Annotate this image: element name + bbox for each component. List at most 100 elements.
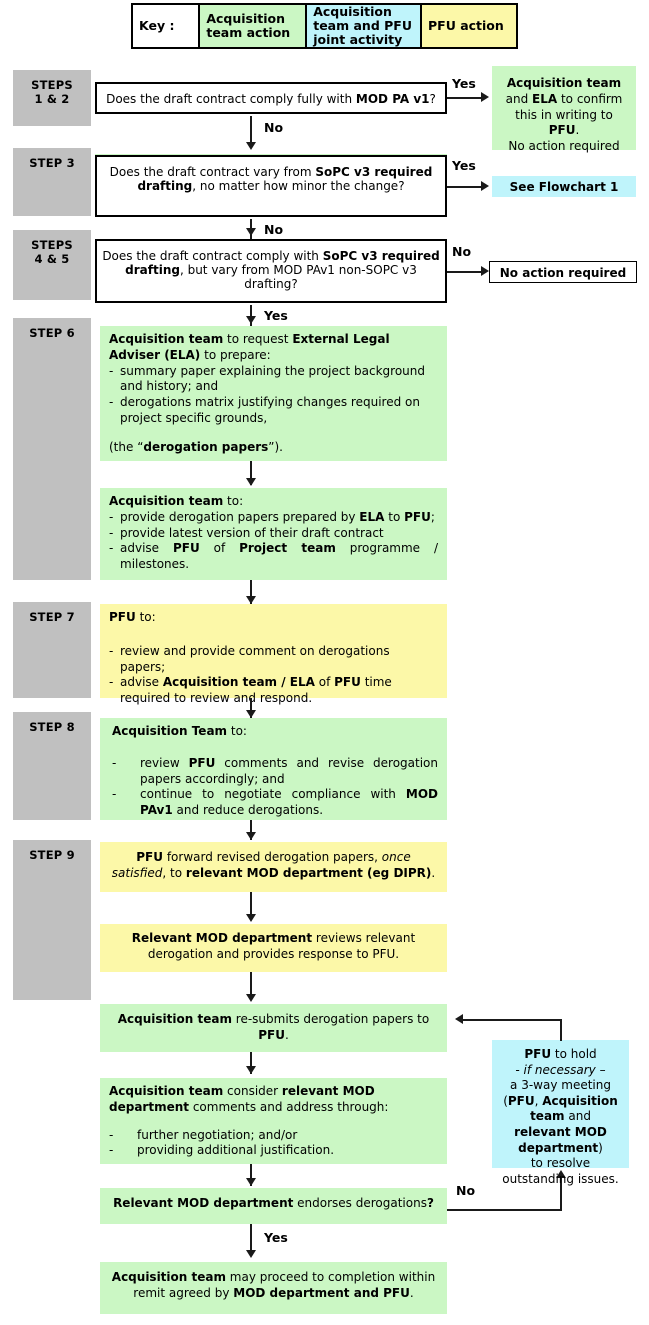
edge-label-endorse-yes: Yes xyxy=(264,1230,288,1245)
connector-step8-to-step9-arrowhead xyxy=(246,832,256,840)
connector-d2-yes-arrowhead xyxy=(481,181,489,191)
process-text: PFU forward revised derogation papers, o… xyxy=(111,850,436,880)
step-label-line2: 4 & 5 xyxy=(34,252,70,267)
connector-d3-no-line xyxy=(447,271,482,273)
connector-step6a-to-6b-arrowhead xyxy=(246,478,256,486)
meeting-line-3: a 3-way meeting xyxy=(510,1078,611,1093)
meeting-line-1: PFU to hold xyxy=(524,1047,597,1061)
connector-endorse-no-vertical xyxy=(560,1178,562,1210)
meeting-line-4: (PFU, Acquisition team and relevant MOD … xyxy=(503,1093,618,1155)
connector-d1-yes-arrowhead xyxy=(481,92,489,102)
step-label-steps-1-2: STEPS 1 & 2 xyxy=(13,70,91,126)
list-item: review PFU comments and revise derogatio… xyxy=(112,756,438,788)
process-consider-mod-comments: Acquisition team consider relevant MOD d… xyxy=(100,1078,447,1164)
step-label-step-3: STEP 3 xyxy=(13,148,91,216)
edge-label-d2-yes: Yes xyxy=(452,158,476,173)
list-item: providing additional justification. xyxy=(109,1143,438,1159)
process-pfu-3way-meeting: PFU to hold - if necessary – a 3-way mee… xyxy=(492,1040,629,1186)
process-bullet-list: further negotiation; and/or providing ad… xyxy=(109,1128,438,1160)
key-legend: Key : Acquisition team action Acquisitio… xyxy=(131,3,518,49)
meeting-line-5: to resolve outstanding issues. xyxy=(502,1156,619,1186)
process-resubmit-derogation-papers: Acquisition team re-submits derogation p… xyxy=(100,1004,447,1052)
process-heading: Acquisition team consider relevant MOD d… xyxy=(109,1084,389,1114)
decision-text-emphasis: MOD PA v1 xyxy=(355,92,430,106)
key-legend-pfu-action: PFU action xyxy=(422,5,516,47)
meeting-line-2: - if necessary – xyxy=(515,1062,606,1077)
connector-step8-to-step9-line xyxy=(250,820,252,840)
outcome-line-2: and ELA to confirm xyxy=(505,91,623,106)
edge-label-endorse-no: No xyxy=(456,1183,476,1198)
process-text: Acquisition team re-submits derogation p… xyxy=(117,1012,430,1042)
spacer xyxy=(109,1116,438,1128)
decision-vary-from-sopc-v3: Does the draft contract vary from SoPC v… xyxy=(95,155,447,217)
process-request-ela-prepare: Acquisition team to request External Leg… xyxy=(100,326,447,461)
decision-text-part-a: Does the draft contract comply with xyxy=(102,249,323,263)
outcome-text: Acquisition team may proceed to completi… xyxy=(111,1270,436,1300)
decision-text-part-c: , but vary from MOD PAv1 non-SOPC v3 dra… xyxy=(179,263,417,291)
step-label-line2: 1 & 2 xyxy=(34,92,70,107)
decision-mod-endorses-derogations: Relevant MOD department endorses derogat… xyxy=(100,1188,447,1224)
key-legend-title: Key : xyxy=(133,5,201,47)
connector-d3-no-arrowhead xyxy=(481,266,489,276)
connector-d1-no-arrowhead xyxy=(246,142,256,150)
list-item: advise Acquisition team / ELA of PFU tim… xyxy=(109,675,438,707)
outcome-confirm-in-writing: Acquisition team and ELA to confirm this… xyxy=(492,66,636,153)
decision-comply-mod-pa-v1: Does the draft contract comply fully wit… xyxy=(95,82,447,114)
step-label-steps-4-5: STEPS 4 & 5 xyxy=(13,230,91,300)
key-legend-acquisition-team: Acquisition team action xyxy=(200,5,308,47)
process-text: Relevant MOD department reviews relevant… xyxy=(131,931,416,961)
connector-step6b-to-step7-line xyxy=(250,580,252,604)
edge-label-d1-yes: Yes xyxy=(452,76,476,91)
step-label-line1: STEP 9 xyxy=(29,848,75,862)
process-footnote: (the “derogation papers”). xyxy=(109,439,283,454)
list-item: continue to negotiate compliance with MO… xyxy=(112,787,438,819)
process-bullet-list: summary paper explaining the project bac… xyxy=(109,364,438,427)
list-item: further negotiation; and/or xyxy=(109,1128,438,1144)
process-heading: PFU to: xyxy=(109,610,156,624)
connector-d2-no-arrowhead xyxy=(246,228,256,236)
process-acquisition-team-review-revise: Acquisition Team to: review PFU comments… xyxy=(100,718,447,820)
decision-text-emphasis: SoPC v3 required drafting xyxy=(137,165,433,193)
connector-meeting-to-resubmit-horizontal xyxy=(463,1019,561,1021)
outcome-see-flowchart-1: See Flowchart 1 xyxy=(492,176,636,197)
outcome-line-1: Acquisition team xyxy=(506,76,622,90)
process-mod-department-reviews: Relevant MOD department reviews relevant… xyxy=(100,924,447,972)
connector-step9-to-modreview-line xyxy=(250,892,252,920)
process-heading: Acquisition Team to: xyxy=(112,724,247,738)
connector-resubmit-to-consider-arrowhead xyxy=(246,1066,256,1074)
outcome-no-action-required: No action required xyxy=(489,261,637,283)
connector-meeting-to-resubmit-arrowhead xyxy=(455,1014,463,1024)
connector-resubmit-to-consider-line xyxy=(250,1052,252,1074)
outcome-proceed-to-completion: Acquisition team may proceed to completi… xyxy=(100,1262,447,1314)
connector-d1-yes-line xyxy=(447,97,482,99)
decision-text-part-a: Does the draft contract vary from xyxy=(109,165,316,179)
connector-step7-to-step8-arrowhead xyxy=(246,710,256,718)
edge-label-d3-yes: Yes xyxy=(264,308,288,323)
process-bullet-list: provide derogation papers prepared by EL… xyxy=(109,510,438,573)
connector-step6b-to-step7-arrowhead xyxy=(246,596,256,604)
step-label-line1: STEPS xyxy=(31,238,73,252)
list-item: summary paper explaining the project bac… xyxy=(109,364,438,396)
step-label-line1: STEP 7 xyxy=(29,610,75,624)
spacer xyxy=(109,427,438,440)
list-item: advise PFU of Project team programme / m… xyxy=(109,541,438,573)
connector-modreview-to-resubmit-arrowhead xyxy=(246,994,256,1002)
edge-label-d2-no: No xyxy=(264,222,284,237)
spacer xyxy=(109,626,438,644)
process-bullet-list: review PFU comments and revise derogatio… xyxy=(112,756,438,819)
list-item: derogations matrix justifying changes re… xyxy=(109,395,438,427)
decision-text: Relevant MOD department endorses derogat… xyxy=(113,1196,434,1210)
connector-modreview-to-resubmit-line xyxy=(250,972,252,1000)
process-acquisition-team-provide: Acquisition team to: provide derogation … xyxy=(100,488,447,580)
step-label-step-8: STEP 8 xyxy=(13,712,91,820)
connector-step6a-to-6b-line xyxy=(250,461,252,485)
process-heading: Acquisition team to: xyxy=(109,494,244,508)
connector-consider-to-endorse-arrowhead xyxy=(246,1178,256,1186)
process-pfu-forward-revised-papers: PFU forward revised derogation papers, o… xyxy=(100,842,447,892)
edge-label-d3-no: No xyxy=(452,244,472,259)
connector-endorse-no-arrowhead xyxy=(556,1170,566,1178)
connector-consider-to-endorse-line xyxy=(250,1164,252,1186)
decision-text-part-c: ? xyxy=(429,92,436,106)
step-label-step-6: STEP 6 xyxy=(13,318,91,580)
step-label-line1: STEP 3 xyxy=(29,156,75,170)
